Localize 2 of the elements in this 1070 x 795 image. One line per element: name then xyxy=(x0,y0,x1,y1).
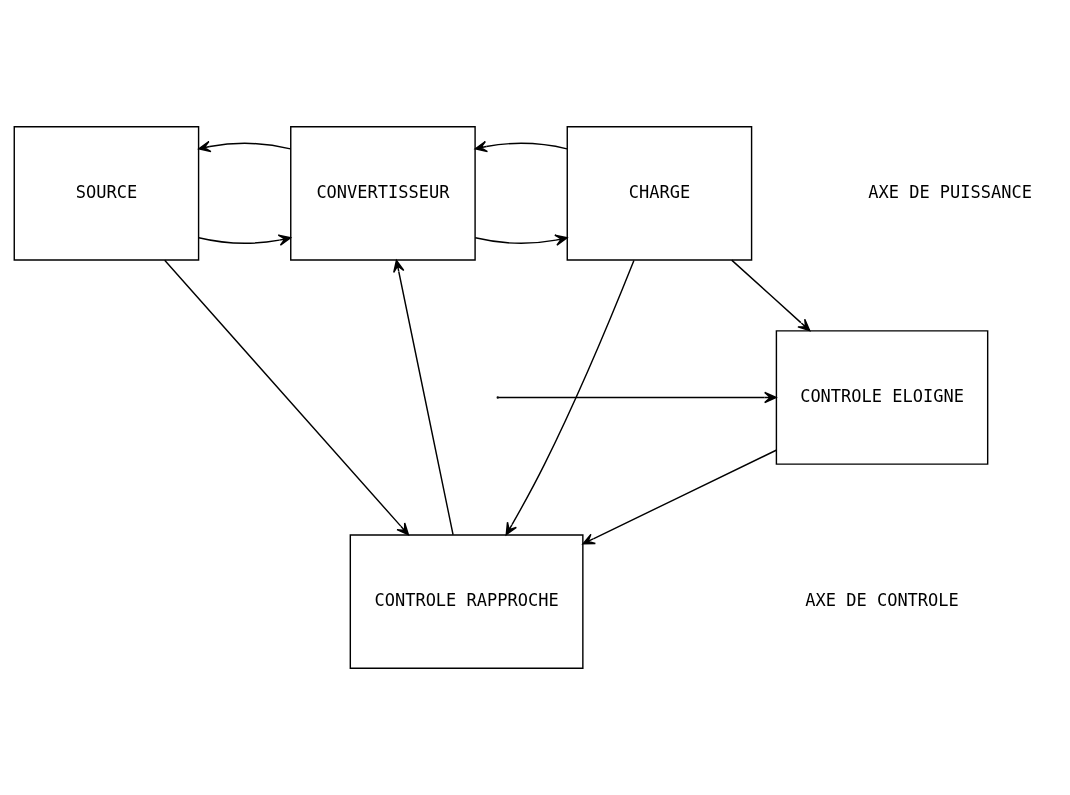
label: AXE DE CONTROLE xyxy=(805,590,959,611)
label: AXE DE PUISSANCE xyxy=(868,181,1032,202)
